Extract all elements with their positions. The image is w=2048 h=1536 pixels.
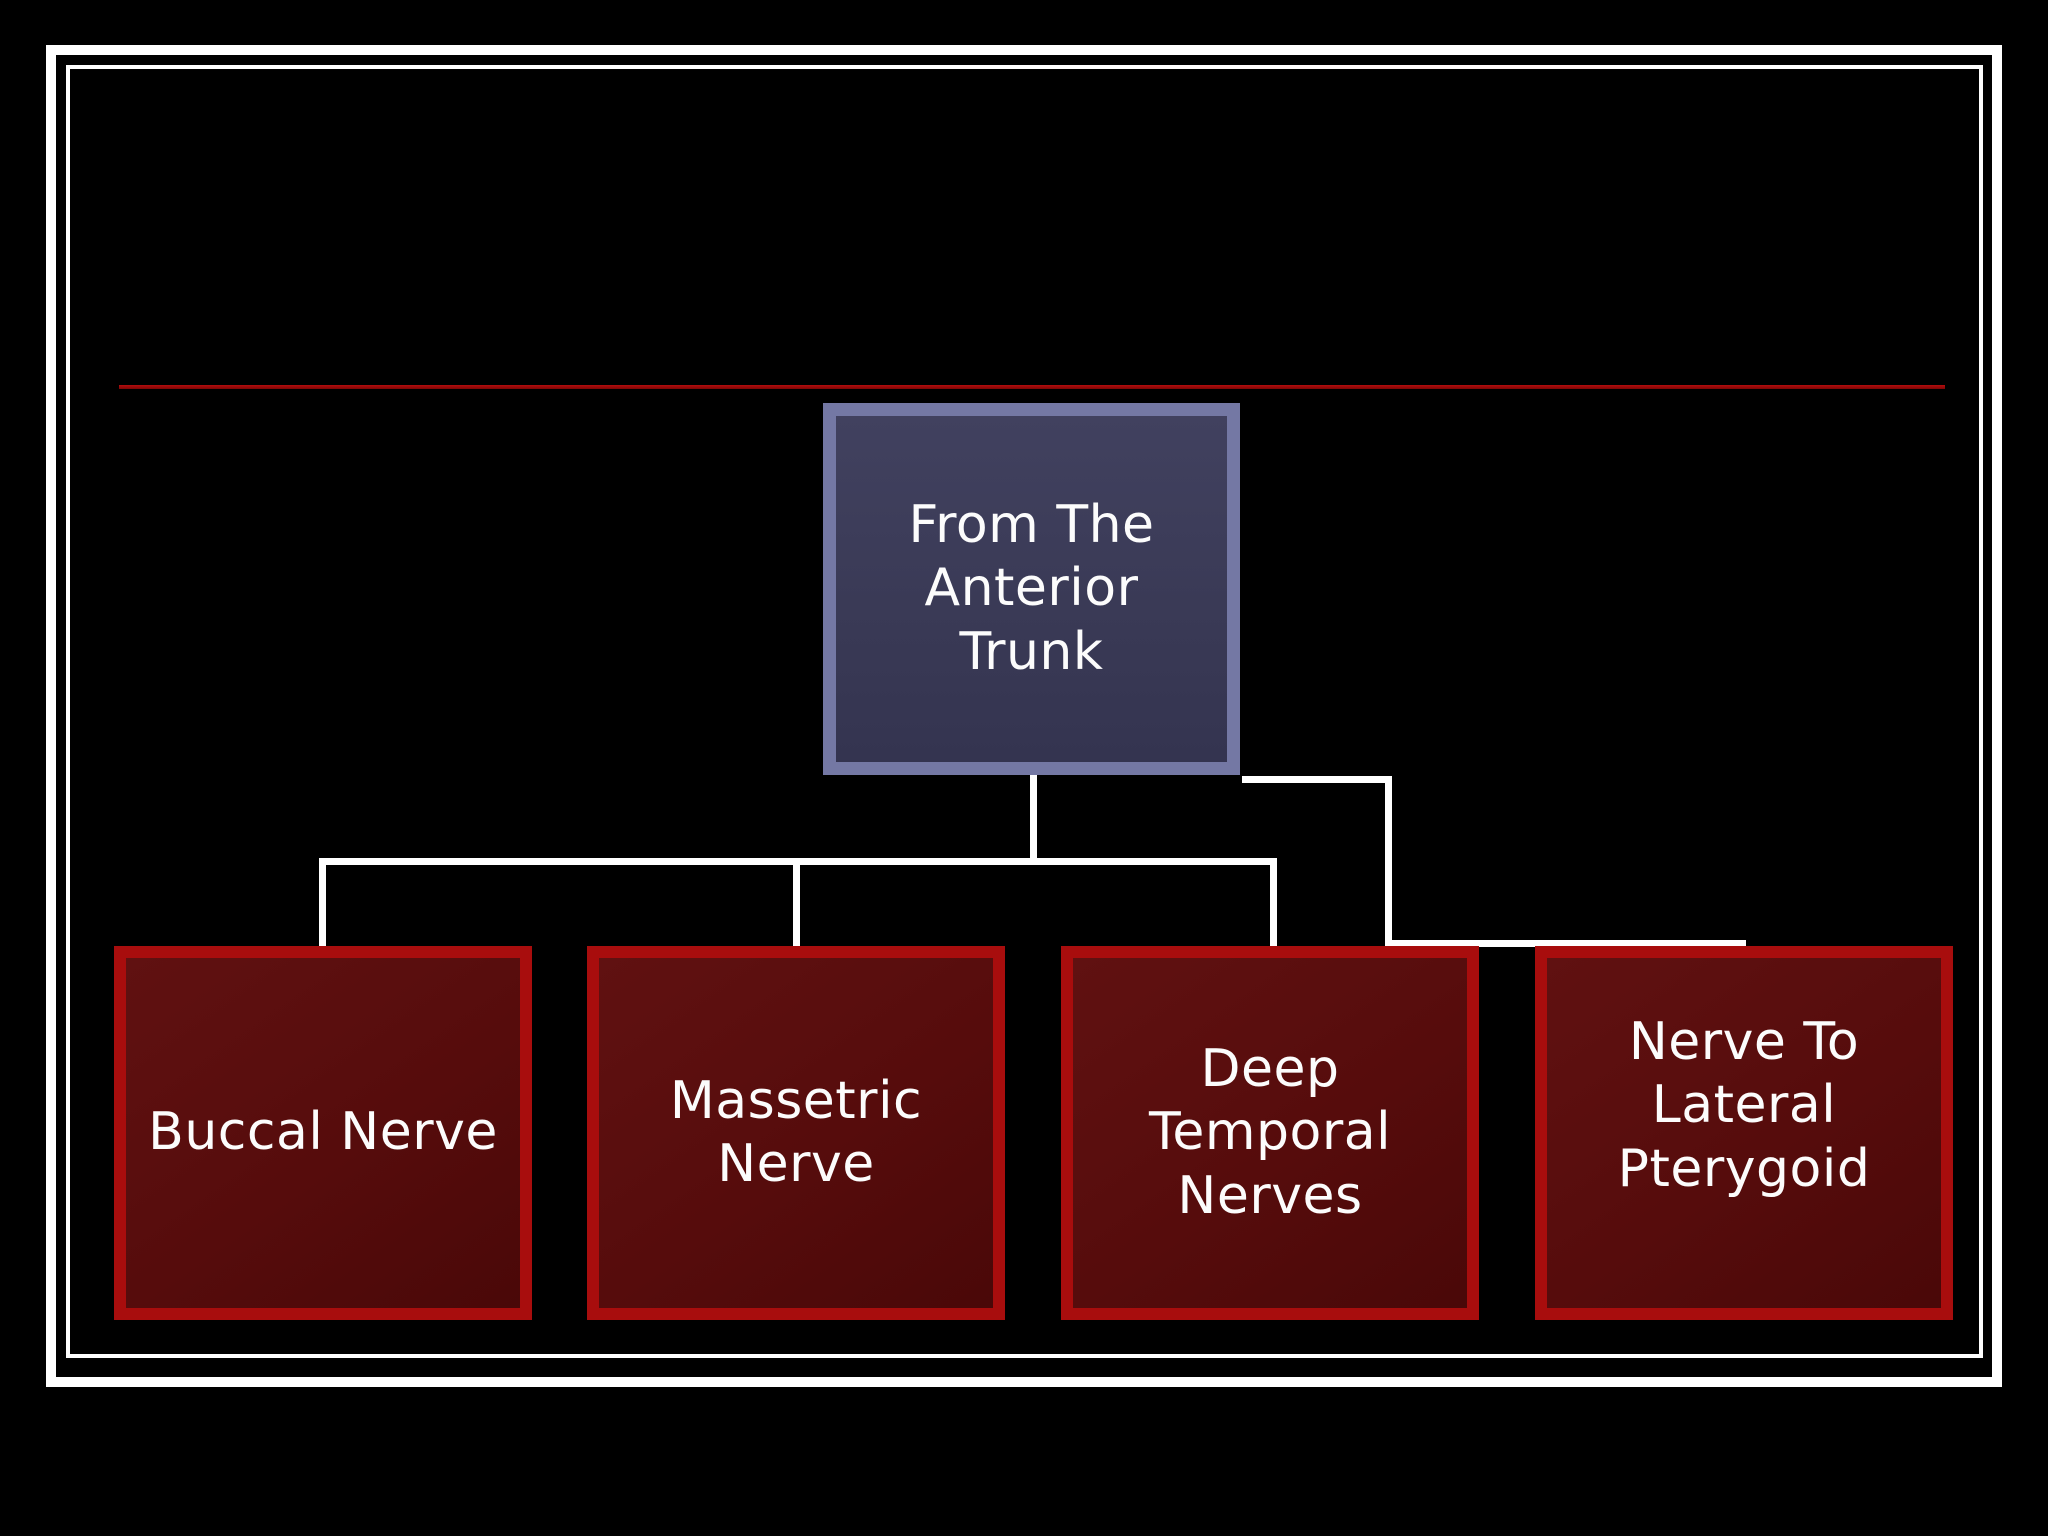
connector-elbow-top xyxy=(1242,776,1392,783)
connector-stub-buccal xyxy=(319,858,326,947)
connector-elbow-drop xyxy=(1385,776,1392,947)
connector-root-drop xyxy=(1030,775,1037,865)
node-nerve-to-lateral-pterygoid: Nerve To Lateral Pterygoid xyxy=(1535,946,1953,1320)
node-deep-temporal-nerves: Deep Temporal Nerves xyxy=(1061,946,1479,1320)
node-label: Massetric Nerve xyxy=(669,1070,923,1194)
node-from-the-anterior-trunk: From The Anterior Trunk xyxy=(823,403,1240,775)
node-label: From The Anterior Trunk xyxy=(908,494,1155,682)
title-underline xyxy=(119,385,1945,389)
node-massetric-nerve: Massetric Nerve xyxy=(587,946,1005,1320)
slide-outer-border xyxy=(46,45,2002,1387)
slide-inner-border xyxy=(66,65,1983,1358)
node-label: Buccal Nerve xyxy=(148,1102,498,1163)
node-label: Deep Temporal Nerves xyxy=(1148,1038,1392,1226)
connector-stub-massetric xyxy=(793,858,800,947)
node-buccal-nerve: Buccal Nerve xyxy=(114,946,532,1320)
connector-stub-deep-temporal xyxy=(1270,858,1277,947)
node-label: Nerve To Lateral Pterygoid xyxy=(1617,1011,1871,1199)
connector-elbow-to-pterygoid xyxy=(1385,940,1746,947)
